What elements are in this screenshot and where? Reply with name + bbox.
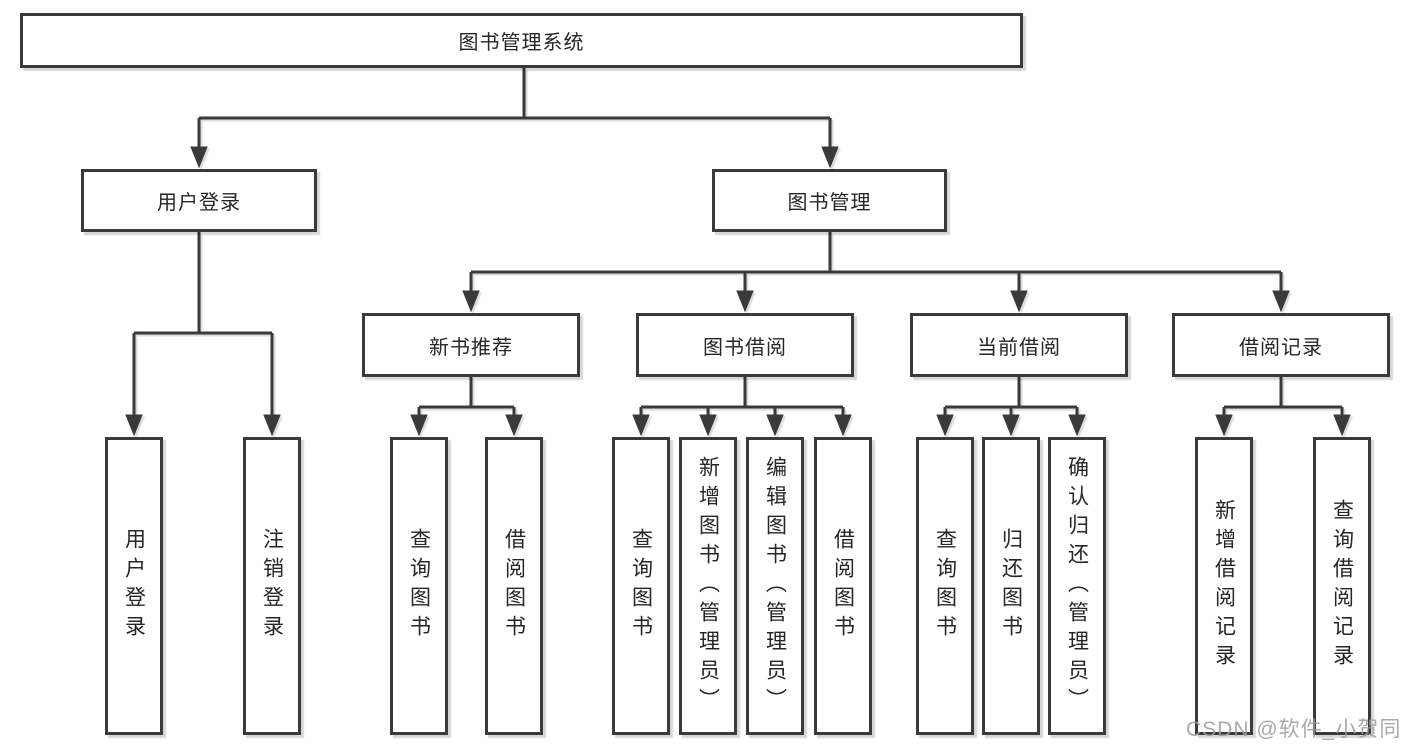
node-leaf-rec-borrow-books: 借阅图书 — [485, 437, 543, 735]
leaf-label: 新增图书（管理员） — [696, 455, 720, 717]
arrow-book-management — [821, 146, 839, 169]
arrow-cb-query — [936, 414, 954, 437]
leaf-label: 查询图书 — [407, 528, 431, 644]
leaf-label: 查询图书 — [629, 528, 653, 644]
leaf-label: 查询借阅记录 — [1330, 499, 1354, 673]
node-library-management-system: 图书管理系统 — [20, 13, 1023, 68]
node-current-borrowing: 当前借阅 — [910, 313, 1128, 377]
leaf-label: 借阅图书 — [502, 528, 526, 644]
leaf-label: 新增借阅记录 — [1212, 499, 1236, 673]
leaf-label: 编辑图书（管理员） — [763, 455, 787, 717]
leaf-label: 用户登录 — [122, 528, 146, 644]
arrow-bb-edit — [766, 414, 784, 437]
arrow-bb-borrow — [834, 414, 852, 437]
arrow-bb-add — [699, 414, 717, 437]
leaf-label: 归还图书 — [999, 528, 1023, 644]
node-leaf-cb-return-books: 归还图书 — [982, 437, 1040, 735]
node-user-login: 用户登录 — [81, 169, 317, 232]
node-new-book-recommendation: 新书推荐 — [362, 313, 580, 377]
node-leaf-bb-add-books-admin: 新增图书（管理员） — [679, 437, 737, 735]
node-leaf-bb-query-books: 查询图书 — [612, 437, 670, 735]
arrow-br-query — [1333, 414, 1351, 437]
node-leaf-cb-confirm-return-admin: 确认归还（管理员） — [1048, 437, 1106, 735]
arrow-leaf-user-login — [125, 414, 143, 437]
arrow-current-borrow — [1010, 290, 1028, 313]
leaf-label: 确认归还（管理员） — [1065, 455, 1089, 717]
node-book-management: 图书管理 — [712, 169, 947, 232]
node-borrowing-records: 借阅记录 — [1172, 313, 1390, 377]
node-leaf-bb-edit-books-admin: 编辑图书（管理员） — [746, 437, 804, 735]
node-leaf-bb-borrow-books: 借阅图书 — [814, 437, 872, 735]
arrow-user-login — [190, 146, 208, 169]
arrow-br-add — [1215, 414, 1233, 437]
node-leaf-cb-query-books: 查询图书 — [916, 437, 974, 735]
arrow-rec-borrow — [505, 414, 523, 437]
node-leaf-rec-query-books: 查询图书 — [390, 437, 448, 735]
leaf-label: 注销登录 — [260, 528, 284, 644]
node-leaf-user-login: 用户登录 — [105, 437, 163, 735]
arrow-rec-query — [410, 414, 428, 437]
node-leaf-logout: 注销登录 — [243, 437, 301, 735]
arrow-bb-query — [632, 414, 650, 437]
arrow-borrow-records — [1272, 290, 1290, 313]
node-leaf-br-add-record: 新增借阅记录 — [1195, 437, 1253, 735]
arrow-cb-return — [1002, 414, 1020, 437]
leaf-label: 借阅图书 — [831, 528, 855, 644]
arrow-new-book — [462, 290, 480, 313]
node-leaf-br-query-record: 查询借阅记录 — [1313, 437, 1371, 735]
node-book-borrowing: 图书借阅 — [636, 313, 854, 377]
arrow-cb-confirm — [1068, 414, 1086, 437]
arrow-book-borrow — [736, 290, 754, 313]
leaf-label: 查询图书 — [933, 528, 957, 644]
arrow-leaf-logout — [263, 414, 281, 437]
